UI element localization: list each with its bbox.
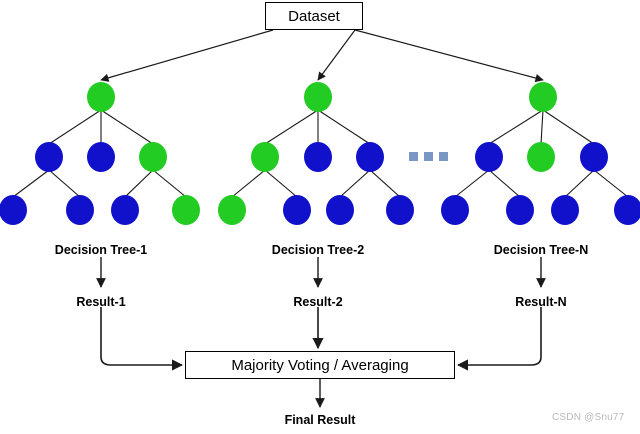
tree-node-leaf[interactable] [0,195,27,225]
result-label: Result-1 [76,295,126,309]
tree-node-leaf[interactable] [111,195,139,225]
tree-node-leaf[interactable] [614,195,640,225]
tree-node-internal[interactable] [356,142,384,172]
ellipsis-dot [409,152,418,161]
tree-node-internal[interactable] [475,142,503,172]
dataset-to-root-arrow [317,29,356,81]
tree-edge [542,109,595,145]
tree-node-leaf[interactable] [551,195,579,225]
final-result-label: Final Result [284,413,356,427]
tree-edge [339,169,371,198]
tree-edge [231,169,266,198]
tree-edge [564,169,595,198]
dataset-box-label: Dataset [288,7,340,25]
tree-node-leaf[interactable] [326,195,354,225]
tree-node-root[interactable] [304,82,332,112]
tree-edge [488,169,521,198]
decision-tree-label: Decision Tree-N [493,243,589,257]
tree-edge [540,109,544,145]
tree-node-internal[interactable] [251,142,279,172]
decision-tree-label: Decision Tree-2 [271,243,365,257]
tree-edge [488,109,544,145]
majority-voting-label: Majority Voting / Averaging [231,356,409,374]
tree-node-internal[interactable] [527,142,555,172]
dataset-box[interactable]: Dataset [265,2,363,30]
tree-node-root[interactable] [87,82,115,112]
tree-node-internal[interactable] [87,142,115,172]
tree-node-leaf[interactable] [172,195,200,225]
tree-node-internal[interactable] [304,142,332,172]
result-label: Result-2 [293,295,343,309]
tree-edge [100,109,154,145]
tree-edge [48,169,81,198]
tree-node-internal[interactable] [35,142,63,172]
watermark-label: CSDN @Snu77 [552,412,625,423]
tree-edge [48,109,102,145]
tree-node-leaf[interactable] [506,195,534,225]
majority-voting-box[interactable]: Majority Voting / Averaging [185,351,455,379]
tree-edge [264,109,319,145]
tree-edge [369,169,401,198]
tree-edge [454,169,490,198]
tree-node-internal[interactable] [580,142,608,172]
decision-tree-label: Decision Tree-1 [54,243,148,257]
tree-node-leaf[interactable] [283,195,311,225]
tree-edge [317,109,371,145]
ellipsis-dot [439,152,448,161]
tree-node-leaf[interactable] [218,195,246,225]
tree-nodes [0,82,640,225]
tree-edge [152,169,187,198]
tree-node-root[interactable] [529,82,557,112]
dataset-to-root-arrow [100,29,274,82]
dataset-to-root-arrow [354,29,544,83]
tree-node-leaf[interactable] [66,195,94,225]
result-1-to-voting-arrow [100,307,184,371]
tree-node-leaf[interactable] [386,195,414,225]
tree-edge [12,169,50,198]
result-n-to-voting-arrow [456,307,542,371]
tree-edge [124,169,154,198]
tree-node-leaf[interactable] [441,195,469,225]
ellipsis-dot [424,152,433,161]
tree-edges [12,109,629,198]
flow-arrows [96,29,546,408]
tree-edge [593,169,629,198]
result-label: Result-N [515,295,567,309]
tree-edge [264,169,298,198]
tree-node-internal[interactable] [139,142,167,172]
